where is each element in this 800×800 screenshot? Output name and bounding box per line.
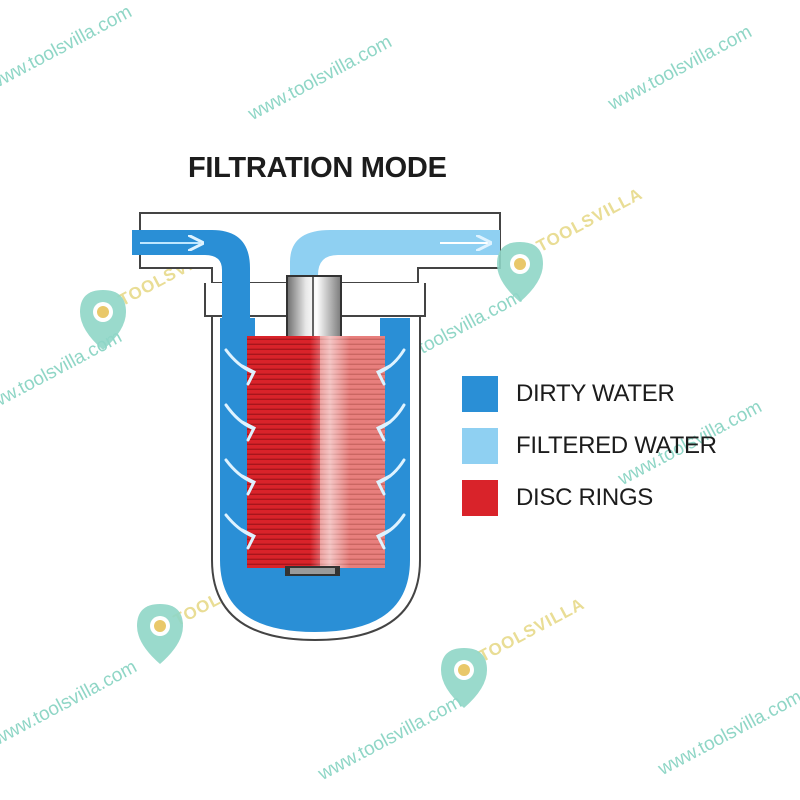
legend-swatch-filtered-water (462, 428, 498, 464)
legend-item-dirty-water: DIRTY WATER (462, 368, 717, 420)
legend-item-filtered-water: FILTERED WATER (462, 420, 717, 472)
flow-arrows-left (224, 348, 257, 550)
legend-label: FILTERED WATER (516, 432, 717, 459)
watermark-pin-icon (497, 242, 543, 302)
legend-item-disc-rings: DISC RINGS (462, 472, 717, 524)
dirty-water-inlet (132, 230, 250, 318)
legend-swatch-disc-rings (462, 480, 498, 516)
disc-rings-stack (247, 336, 385, 576)
legend-label: DIRTY WATER (516, 380, 675, 407)
legend-label: DISC RINGS (516, 484, 654, 511)
flow-arrows-right (375, 348, 406, 550)
watermark-pin-icon (441, 648, 487, 708)
diagram-title: FILTRATION MODE (188, 152, 447, 184)
watermark-pin-icon (137, 604, 183, 664)
center-stem (286, 275, 342, 339)
watermark-pin-icon (80, 290, 126, 350)
legend: DIRTY WATER FILTERED WATER DISC RINGS (462, 368, 717, 524)
legend-swatch-dirty-water (462, 376, 498, 412)
